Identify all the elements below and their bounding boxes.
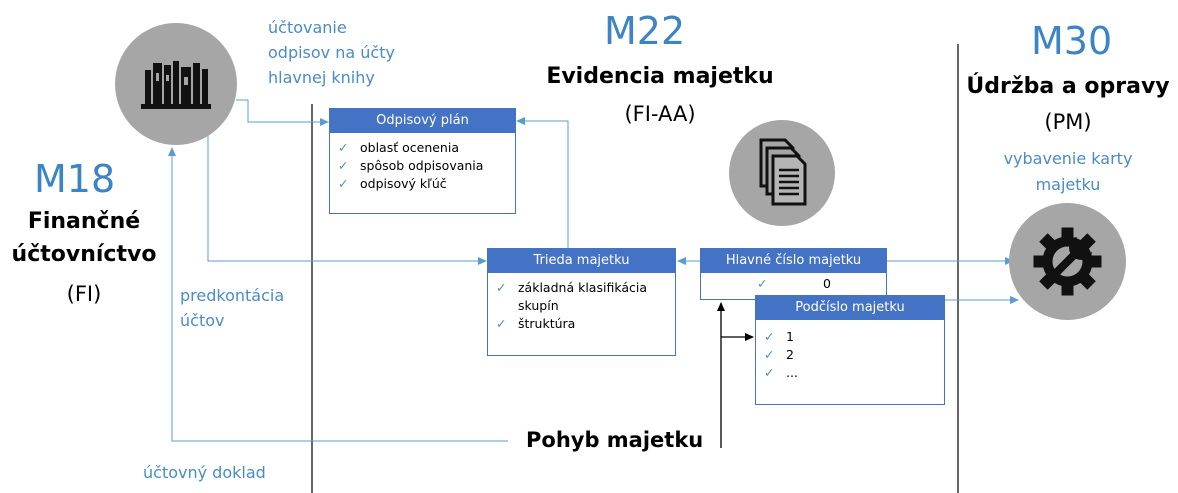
check-icon: ✓ [757, 276, 768, 291]
books-icon [141, 61, 211, 109]
list-item: ✓oblasť ocenenia [338, 140, 459, 155]
box-depreciation-plan: Odpisový plán ✓oblasť ocenenia ✓spôsob o… [329, 108, 516, 214]
label-account-determination-line2: účtov [180, 310, 225, 330]
documents-circle [729, 120, 835, 226]
documents-icon [759, 138, 807, 206]
list-item: ✓základná klasifikácia skupín [496, 280, 647, 313]
label-equipment-line2: majetku [1035, 175, 1101, 195]
label-accounting-document: účtovný doklad [143, 463, 266, 482]
box-asset-class-header: Trieda majetku [488, 249, 675, 273]
label-account-determination-line1: predkontácia [180, 286, 285, 305]
books-circle [115, 23, 237, 145]
box-depreciation-plan-list: ✓oblasť ocenenia ✓spôsob odpisovania ✓od… [330, 133, 515, 193]
module-subtitle-aa: (FI-AA) [624, 102, 696, 126]
module-title-fi-line1: Finančné [27, 209, 141, 234]
box-main-asset: Hlavné číslo majetku ✓0 [700, 248, 887, 300]
check-icon: ✓ [496, 316, 507, 331]
list-item: ✓2 [764, 347, 794, 362]
check-icon: ✓ [496, 280, 507, 295]
label-posting-line3: hlavnej knihy [268, 67, 375, 87]
module-subtitle-pm: (PM) [1044, 110, 1092, 134]
list-item: ✓0 [709, 275, 886, 293]
label-posting-line2: odpisov na účty [268, 42, 395, 62]
check-icon: ✓ [338, 158, 349, 173]
label-equipment-line1: vybavenie karty [1003, 149, 1133, 168]
check-icon: ✓ [764, 347, 775, 362]
check-icon: ✓ [338, 176, 349, 191]
gear-wrench-icon [1033, 227, 1102, 296]
module-code-fi: M18 [34, 157, 116, 201]
module-title-fi: Finančné účtovníctvo [0, 205, 168, 271]
box-sub-asset: Podčíslo majetku ✓1 ✓2 ✓... [755, 295, 945, 405]
arrow-books-to-depreciation-plan [236, 99, 329, 126]
box-main-asset-list: ✓0 [701, 273, 886, 293]
box-sub-asset-header: Podčíslo majetku [756, 296, 944, 320]
check-icon: ✓ [338, 140, 349, 155]
check-icon: ✓ [764, 365, 775, 380]
gear-circle [1009, 203, 1126, 320]
module-subtitle-fi: (FI) [66, 282, 102, 306]
module-code-pm: M30 [1031, 19, 1113, 63]
list-item: ✓... [764, 365, 798, 380]
module-title-pm: Údržba a opravy [966, 74, 1170, 99]
list-item: ✓spôsob odpisovania [338, 158, 484, 173]
label-account-determination: predkontácia účtov [180, 284, 284, 334]
box-depreciation-plan-header: Odpisový plán [330, 109, 515, 133]
label-posting: účtovanie odpisov na účty hlavnej knihy [268, 16, 395, 90]
label-asset-movement: Pohyb majetku [526, 428, 704, 452]
arrow-document-to-fi [168, 147, 508, 442]
arrow-class-to-depreciation-plan [516, 117, 569, 248]
arrow-account-determination [204, 122, 487, 265]
list-item: ✓odpisový kľúč [338, 176, 447, 191]
box-asset-class: Trieda majetku ✓základná klasifikácia sk… [487, 248, 676, 356]
box-main-asset-header: Hlavné číslo majetku [701, 249, 886, 273]
label-equipment: vybavenie karty majetku [970, 146, 1166, 199]
label-posting-line1: účtovanie [268, 18, 347, 37]
list-item: ✓1 [764, 329, 794, 344]
list-item: ✓štruktúra [496, 316, 576, 331]
box-asset-class-list: ✓základná klasifikácia skupín ✓štruktúra [488, 273, 675, 333]
module-title-aa: Evidencia majetku [546, 64, 774, 89]
module-title-fi-line2: účtovníctvo [11, 242, 157, 267]
module-code-aa: M22 [604, 9, 686, 53]
box-sub-asset-list: ✓1 ✓2 ✓... [756, 320, 944, 382]
check-icon: ✓ [764, 329, 775, 344]
